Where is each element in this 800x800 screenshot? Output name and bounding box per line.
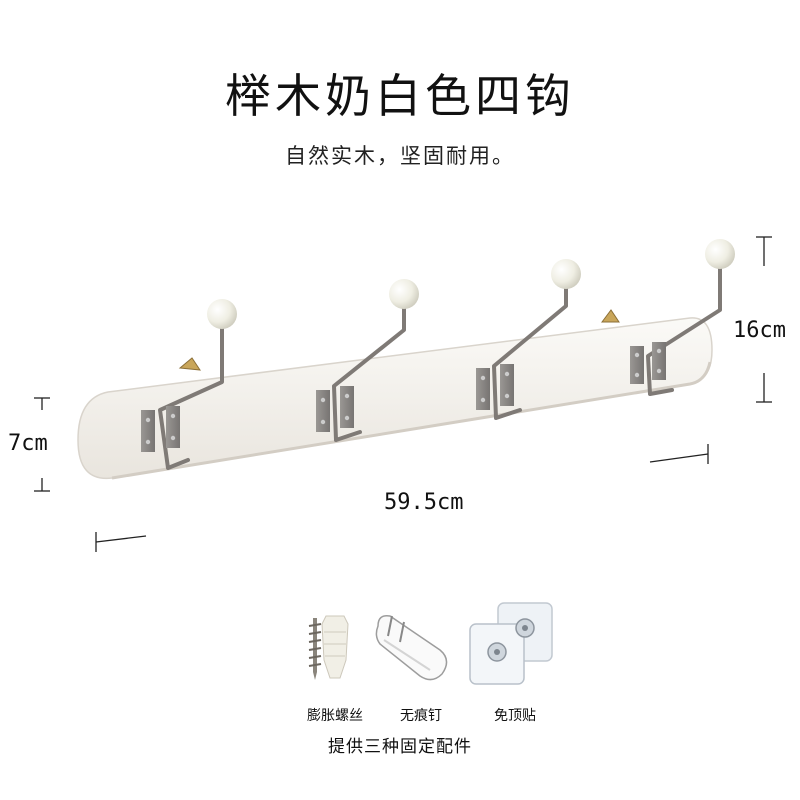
hook-1 [141,299,237,470]
hook-3 [476,259,581,420]
mounting-bracket-left [178,357,202,371]
accessory-label-expansion-screw: 膨胀螺丝 [307,708,363,724]
accessories-note: 提供三种固定配件 [328,737,472,757]
width-dimension-label: 59.5cm [384,490,464,515]
accessory-label-traceless-nail: 无痕钉 [400,708,442,724]
page-subtitle: 自然实木，坚固耐用。 [285,144,515,168]
height-dimension-label: 16cm [733,318,786,343]
width-dimension-line [95,444,709,552]
height-dimension-line [756,236,772,403]
depth-dimension-label: 7cm [8,431,48,456]
traceless-nail-icon [375,614,448,681]
accessory-label-adhesive-patch: 免顶贴 [494,708,536,724]
depth-dimension-line [34,397,50,492]
hook-2 [316,279,419,442]
page-title: 榉木奶白色四钩 [225,69,575,123]
wooden-board [77,317,713,480]
expansion-screw-icon [308,615,349,680]
mounting-bracket-right [601,309,620,323]
hook-4 [630,239,735,396]
adhesive-patch-icon [469,602,553,685]
